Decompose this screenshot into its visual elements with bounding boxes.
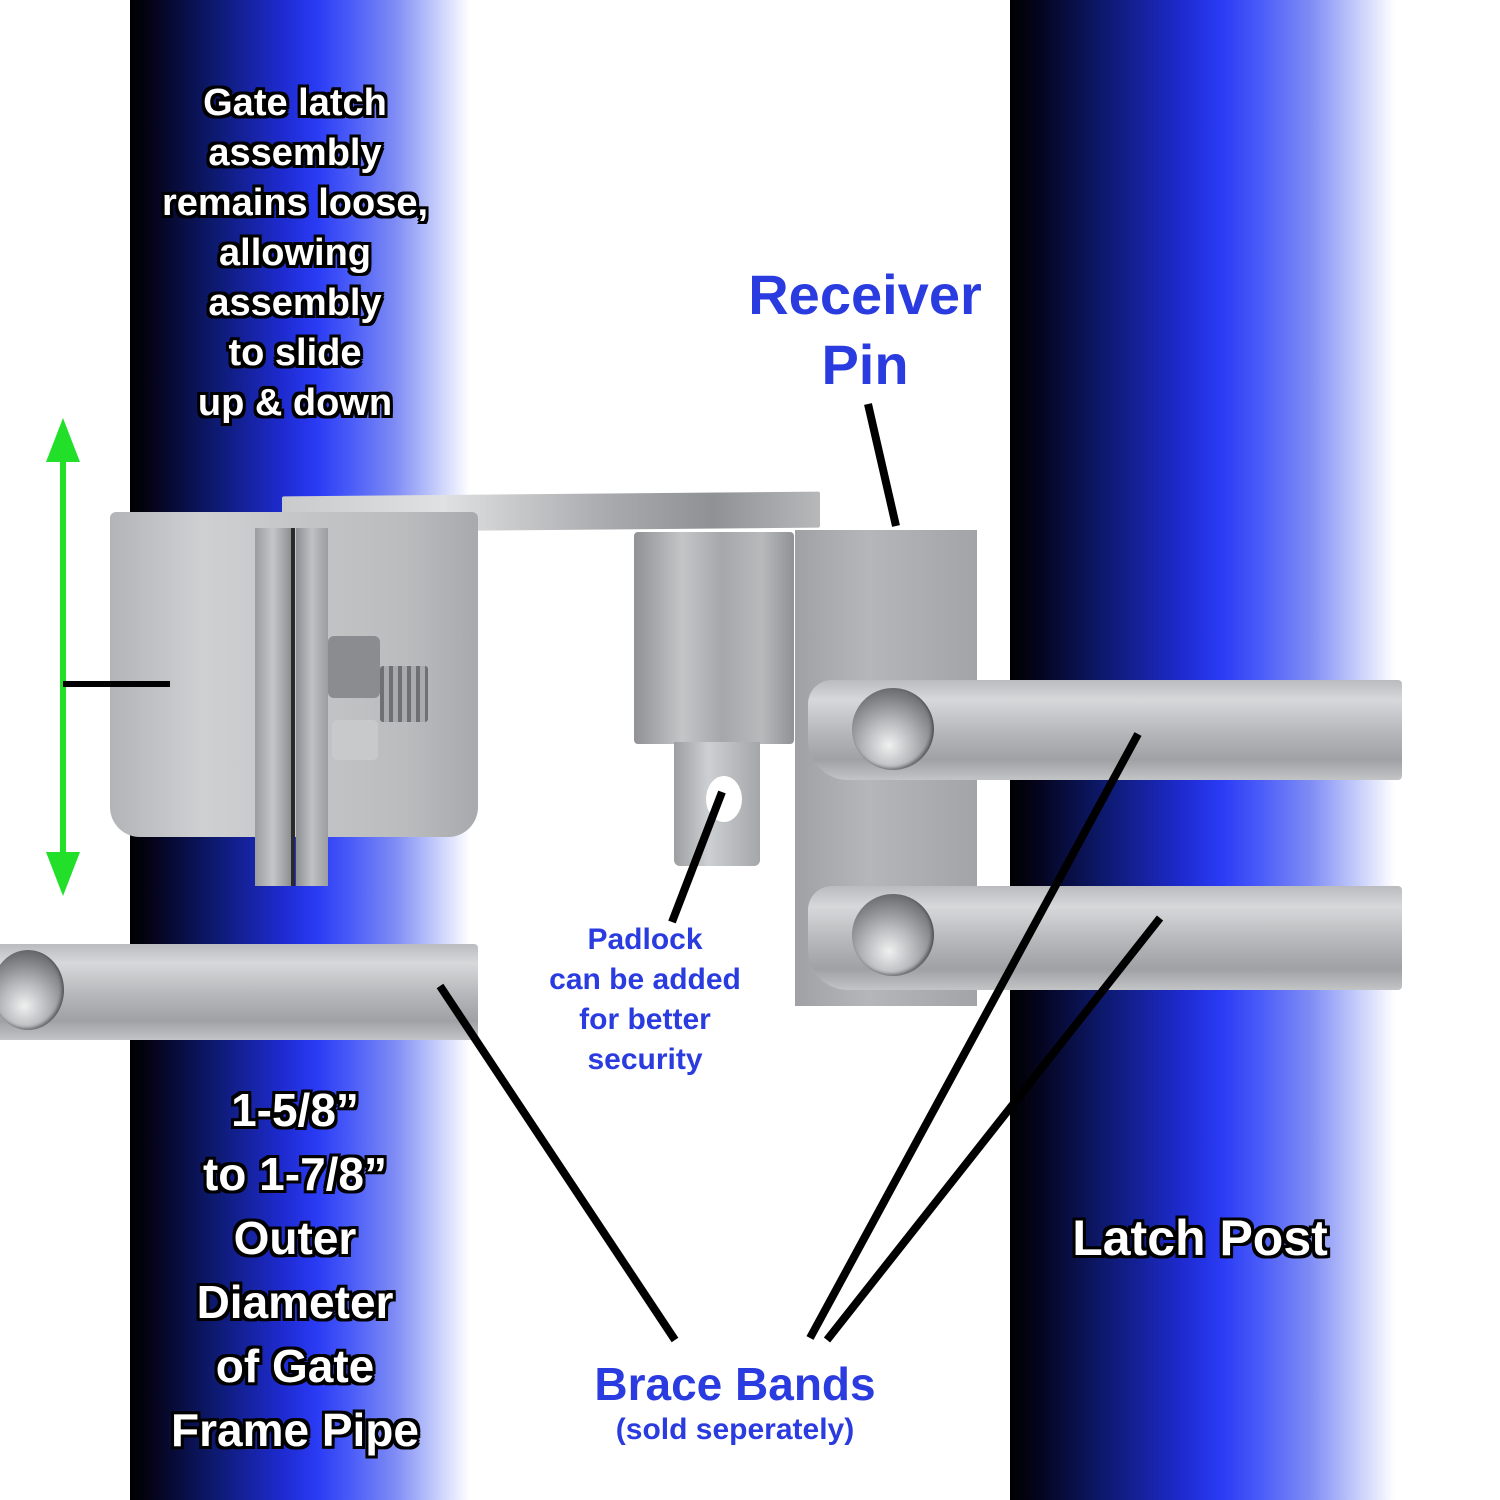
receiver-pin-label: Receiver Pin: [725, 260, 1005, 400]
brace-band-leader-upper: [806, 732, 1142, 1340]
slide-note-line: remains loose,: [161, 182, 429, 224]
pipe-diameter-label: 1-5/8” to 1-7/8” Outer Diameter of Gate …: [135, 1078, 455, 1462]
bolt-nut-lower-icon: [332, 720, 378, 760]
receiver-pin-leader-line: [864, 403, 900, 527]
carriage-bolt-head-icon: [852, 688, 934, 770]
brace-bands-subtitle: (sold seperately): [615, 1413, 855, 1446]
latch-flange-left: [255, 528, 295, 886]
slide-note-line: assembly: [208, 132, 382, 174]
pipe-diameter-line: of Gate: [215, 1340, 375, 1392]
pipe-diameter-line: to 1-7/8”: [202, 1148, 388, 1200]
pipe-diameter-line: Outer: [233, 1212, 357, 1264]
brace-bands-title: Brace Bands: [594, 1358, 876, 1410]
bolt-thread-icon: [380, 666, 428, 722]
slide-note-label: Gate latch assembly remains loose, allow…: [135, 78, 455, 428]
padlock-note-line: security: [587, 1043, 703, 1076]
padlock-note-line: for better: [579, 1003, 711, 1036]
slide-note-line: to slide: [228, 332, 362, 374]
pipe-diameter-line: Frame Pipe: [171, 1404, 419, 1456]
slide-note-line: allowing: [219, 232, 371, 274]
vertical-double-arrow-icon: [46, 418, 80, 896]
receiver-pin-line: Pin: [821, 333, 909, 396]
latch-post-label: Latch Post: [1072, 1210, 1328, 1266]
pipe-diameter-line: Diameter: [196, 1276, 394, 1328]
slide-note-line: Gate latch: [203, 82, 387, 124]
padlock-note-line: can be added: [549, 963, 741, 996]
carriage-bolt-head-icon: [852, 894, 934, 976]
bolt-nut-icon: [328, 636, 380, 698]
latch-flange-right: [296, 528, 328, 886]
padlock-leader-line: [668, 790, 726, 924]
receiver-cylinder: [634, 532, 794, 744]
brace-band-leader-left: [436, 983, 679, 1343]
carriage-bolt-head-icon: [0, 950, 64, 1030]
slide-note-line: assembly: [208, 282, 382, 324]
brace-bands-label: Brace Bands (sold seperately): [560, 1356, 910, 1448]
padlock-note-label: Padlock can be added for better security: [520, 920, 770, 1080]
brace-band-leader-lower: [823, 915, 1164, 1343]
pipe-diameter-line: 1-5/8”: [231, 1084, 359, 1136]
slide-note-line: up & down: [197, 382, 393, 424]
receiver-pin-line: Receiver: [748, 263, 982, 326]
padlock-note-line: Padlock: [587, 923, 703, 956]
